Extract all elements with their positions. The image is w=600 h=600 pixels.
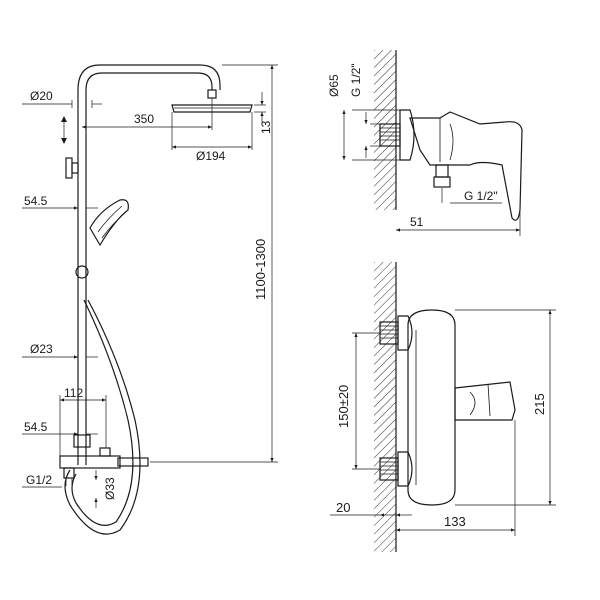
mixer-front-view xyxy=(330,262,556,552)
shower-column-drawing xyxy=(22,64,278,535)
dim-51: 51 xyxy=(410,215,424,229)
dim-54-5-top: 54.5 xyxy=(24,194,48,208)
dim-g12-middle: G 1/2" xyxy=(464,189,498,203)
dim-350: 350 xyxy=(134,112,154,126)
dim-diameter-23: Ø23 xyxy=(30,342,53,356)
dim-112: 112 xyxy=(64,386,83,400)
dim-54-5-bottom: 54.5 xyxy=(24,420,48,434)
dim-g12-left: G1/2 xyxy=(26,473,52,487)
dim-20-bottom: 20 xyxy=(336,500,350,515)
mixer-side-view xyxy=(342,50,523,236)
dim-diameter-194: Ø194 xyxy=(196,149,226,163)
dim-150-pm-20: 150±20 xyxy=(336,385,351,428)
dim-1100-1300: 1100-1300 xyxy=(253,239,268,300)
dim-13: 13 xyxy=(259,120,273,134)
dim-diameter-20: Ø20 xyxy=(30,89,53,103)
dim-133: 133 xyxy=(444,514,466,529)
dim-diameter-33: Ø33 xyxy=(103,477,117,500)
dim-diameter-65: Ø65 xyxy=(327,74,341,97)
dim-215: 215 xyxy=(532,393,547,415)
dim-g12-top: G 1/2" xyxy=(349,63,363,97)
